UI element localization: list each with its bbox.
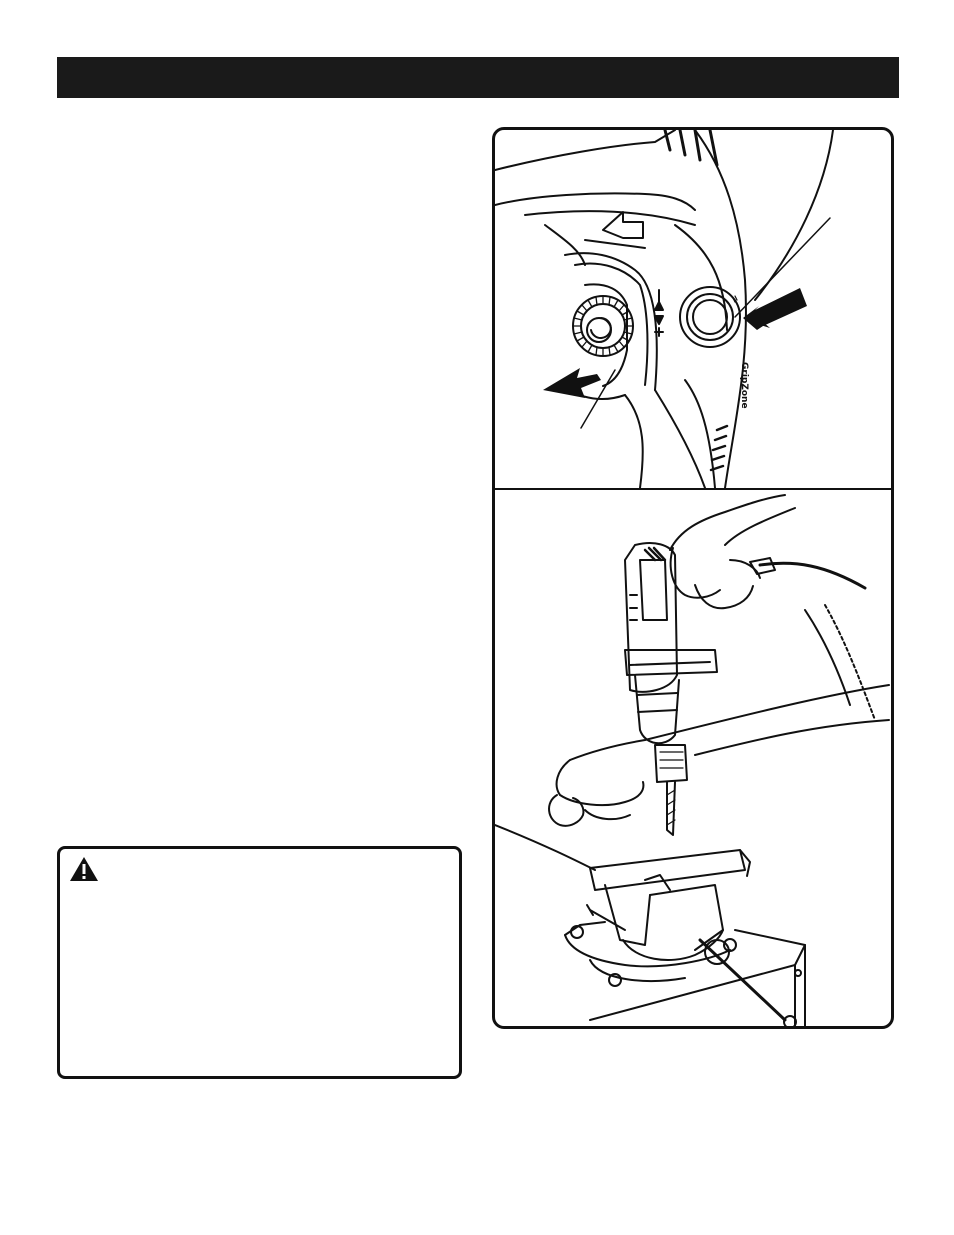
warning-triangle-icon — [70, 857, 98, 881]
drill-switch-closeup-illustration: GripZone — [495, 130, 834, 488]
brand-mark-text: GripZone — [739, 362, 749, 409]
illustration-frame: GripZone — [492, 127, 894, 1029]
section-header-bar — [57, 57, 899, 98]
drilling-in-vise-illustration — [495, 494, 890, 1026]
warning-box — [57, 846, 462, 1079]
panel-divider — [495, 488, 891, 490]
